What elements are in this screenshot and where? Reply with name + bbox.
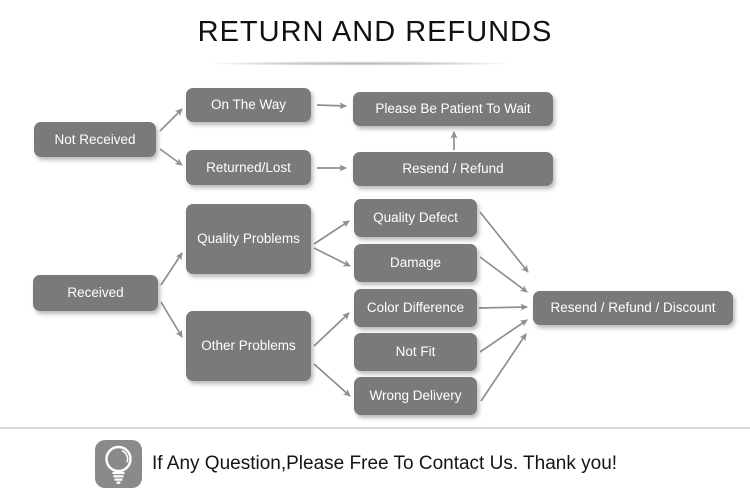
node-resend-refund-discount: Resend / Refund / Discount xyxy=(533,291,733,325)
arrow-not-received-to-on-the-way xyxy=(159,108,183,132)
node-please-be-patient: Please Be Patient To Wait xyxy=(353,92,553,126)
arrow-not-fit-to-discount xyxy=(479,319,528,353)
arrow-other-problems-to-wrong-delivery xyxy=(313,363,351,397)
node-damage: Damage xyxy=(354,244,477,282)
title-divider xyxy=(160,61,560,66)
arrow-quality-defect-to-discount xyxy=(479,211,529,273)
arrow-not-received-to-returned-lost xyxy=(159,148,183,166)
node-returned-lost: Returned/Lost xyxy=(186,150,311,185)
node-quality-problems: Quality Problems xyxy=(186,204,311,274)
node-other-problems: Other Problems xyxy=(186,311,311,381)
arrow-color-difference-to-discount xyxy=(478,303,528,311)
node-not-received: Not Received xyxy=(34,122,156,157)
arrow-other-problems-to-color-difference xyxy=(313,312,350,347)
node-not-fit: Not Fit xyxy=(354,333,477,371)
node-wrong-delivery: Wrong Delivery xyxy=(354,377,477,415)
node-received: Received xyxy=(33,275,158,311)
arrow-damage-to-discount xyxy=(479,256,528,293)
lightbulb-icon xyxy=(95,440,142,488)
node-quality-defect: Quality Defect xyxy=(354,199,477,237)
page-title: RETURN AND REFUNDS xyxy=(197,16,553,48)
node-color-difference: Color Difference xyxy=(354,289,477,327)
arrow-received-to-quality-problems xyxy=(160,252,183,286)
arrow-on-the-way-to-please-wait xyxy=(316,102,347,110)
footer-message: If Any Question,Please Free To Contact U… xyxy=(152,453,618,474)
arrow-wrong-delivery-to-discount xyxy=(480,333,527,402)
arrow-quality-problems-to-quality-defect xyxy=(313,220,350,245)
node-resend-refund: Resend / Refund xyxy=(353,152,553,186)
node-on-the-way: On The Way xyxy=(186,88,311,122)
arrow-quality-problems-to-damage xyxy=(313,247,351,267)
arrow-received-to-other-problems xyxy=(160,301,183,338)
footer-divider xyxy=(0,427,750,429)
